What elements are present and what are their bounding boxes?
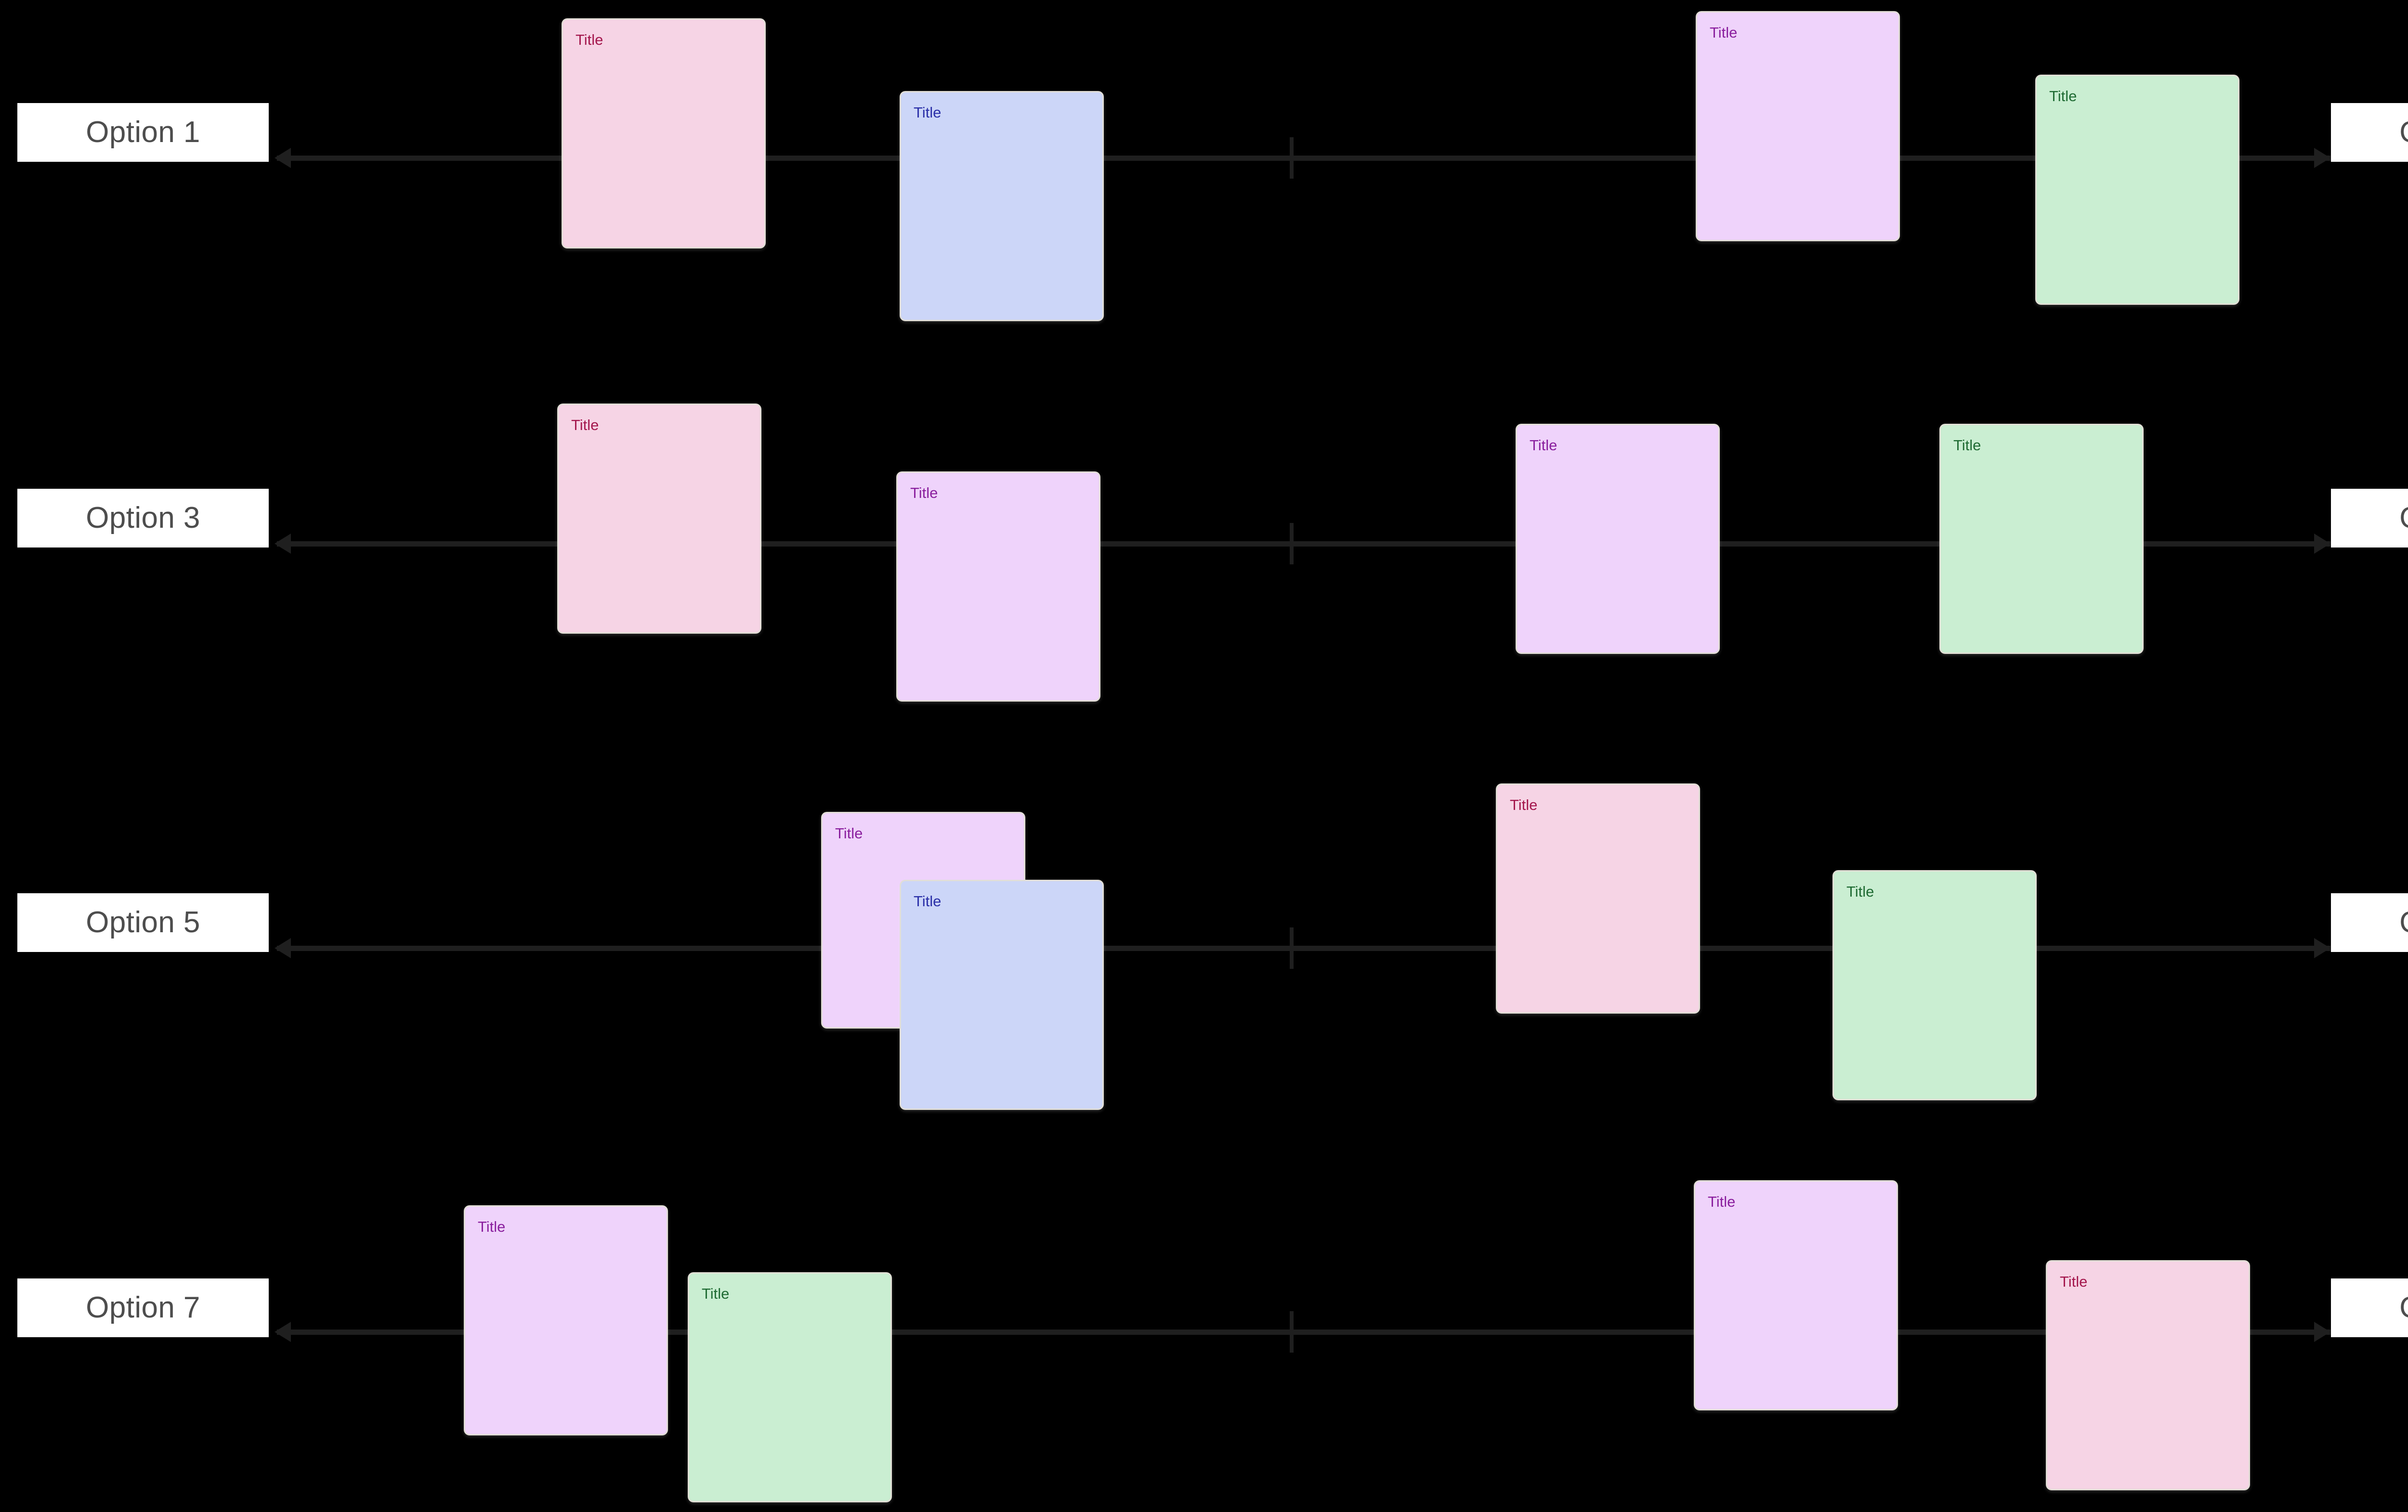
lane-4-card-3[interactable]: Title bbox=[1694, 1180, 1898, 1410]
lane-4-card-4[interactable]: Title bbox=[2046, 1260, 2250, 1490]
lane-4-right-option-label: Option 8 bbox=[2399, 1293, 2408, 1323]
lane-1-card-2[interactable]: Title bbox=[900, 91, 1104, 321]
lane-4-left-option-label: Option 7 bbox=[86, 1291, 200, 1324]
lane-2-right-option-label: Option 4 bbox=[2399, 503, 2408, 533]
lane-3-midpoint-tick bbox=[1290, 927, 1294, 969]
lane-1-midpoint-tick bbox=[1290, 137, 1294, 179]
lane-4-card-4-title: Title bbox=[2060, 1273, 2088, 1290]
lane-4-card-3-title: Title bbox=[1708, 1193, 1736, 1210]
arrow-right-icon bbox=[2314, 938, 2330, 958]
lane-2-card-1[interactable]: Title bbox=[557, 404, 761, 634]
lane-4-midpoint-tick bbox=[1290, 1311, 1294, 1353]
lane-4-card-1[interactable]: Title bbox=[464, 1205, 668, 1435]
lane-1-left-option-label: Option 1 bbox=[86, 116, 200, 149]
arrow-left-icon bbox=[275, 534, 291, 554]
arrow-right-icon bbox=[2314, 1322, 2330, 1342]
lane-3-card-3[interactable]: Title bbox=[1496, 783, 1700, 1014]
lane-3-left-option[interactable]: Option 5 bbox=[17, 893, 269, 952]
lane-1-card-3-title: Title bbox=[1710, 24, 1738, 41]
lane-4-card-1-title: Title bbox=[478, 1218, 506, 1235]
lane-3-card-1-title: Title bbox=[835, 825, 863, 842]
lane-4-connector-line bbox=[277, 1330, 2330, 1335]
lane-1-card-2-title: Title bbox=[914, 104, 942, 121]
lane-3-right-option-label: Option 6 bbox=[2399, 908, 2408, 938]
lane-1-card-4-title: Title bbox=[2049, 88, 2077, 104]
lane-3-card-4[interactable]: Title bbox=[1832, 870, 2037, 1100]
lane-4-card-2-title: Title bbox=[702, 1285, 730, 1302]
lane-2-card-3[interactable]: Title bbox=[1516, 424, 1720, 654]
lane-2-card-2-title: Title bbox=[910, 484, 938, 501]
lane-4-card-2[interactable]: Title bbox=[688, 1272, 892, 1502]
lane-3-card-2[interactable]: Title bbox=[900, 880, 1104, 1110]
lane-2-right-option[interactable]: Option 4 bbox=[2331, 489, 2408, 547]
lane-1-card-1[interactable]: Title bbox=[562, 18, 766, 248]
lane-1-left-option[interactable]: Option 1 bbox=[17, 103, 269, 162]
lane-4-right-option[interactable]: Option 8 bbox=[2331, 1278, 2408, 1337]
lane-2-card-4-title: Title bbox=[1953, 437, 1981, 454]
lane-3-right-option[interactable]: Option 6 bbox=[2331, 893, 2408, 952]
arrow-left-icon bbox=[275, 148, 291, 168]
lane-3-card-2-title: Title bbox=[914, 893, 942, 910]
lane-2-card-3-title: Title bbox=[1530, 437, 1557, 454]
arrow-left-icon bbox=[275, 1322, 291, 1342]
lane-2-left-option[interactable]: Option 3 bbox=[17, 489, 269, 547]
lane-1-connector-line bbox=[277, 156, 2330, 161]
lane-1-card-4[interactable]: Title bbox=[2035, 75, 2239, 305]
lane-2-card-2[interactable]: Title bbox=[896, 471, 1100, 702]
lane-1-card-1-title: Title bbox=[576, 31, 603, 48]
lane-2-connector-line bbox=[277, 541, 2330, 547]
lane-3-connector-line bbox=[277, 946, 2330, 951]
lane-1-right-option[interactable]: Option 2 bbox=[2331, 103, 2408, 162]
arrow-left-icon bbox=[275, 938, 291, 958]
lane-3-card-3-title: Title bbox=[1510, 796, 1538, 813]
lane-4-left-option[interactable]: Option 7 bbox=[17, 1278, 269, 1337]
lane-2-left-option-label: Option 3 bbox=[86, 501, 200, 534]
lane-3-card-4-title: Title bbox=[1846, 883, 1874, 900]
lane-2-midpoint-tick bbox=[1290, 523, 1294, 564]
arrow-right-icon bbox=[2314, 534, 2330, 554]
lane-1-card-3[interactable]: Title bbox=[1696, 11, 1900, 241]
lane-2-card-1-title: Title bbox=[571, 417, 599, 433]
lane-1-right-option-label: Option 2 bbox=[2399, 117, 2408, 147]
lane-3-left-option-label: Option 5 bbox=[86, 906, 200, 939]
arrow-right-icon bbox=[2314, 148, 2330, 168]
lane-2-card-4[interactable]: Title bbox=[1939, 424, 2144, 654]
